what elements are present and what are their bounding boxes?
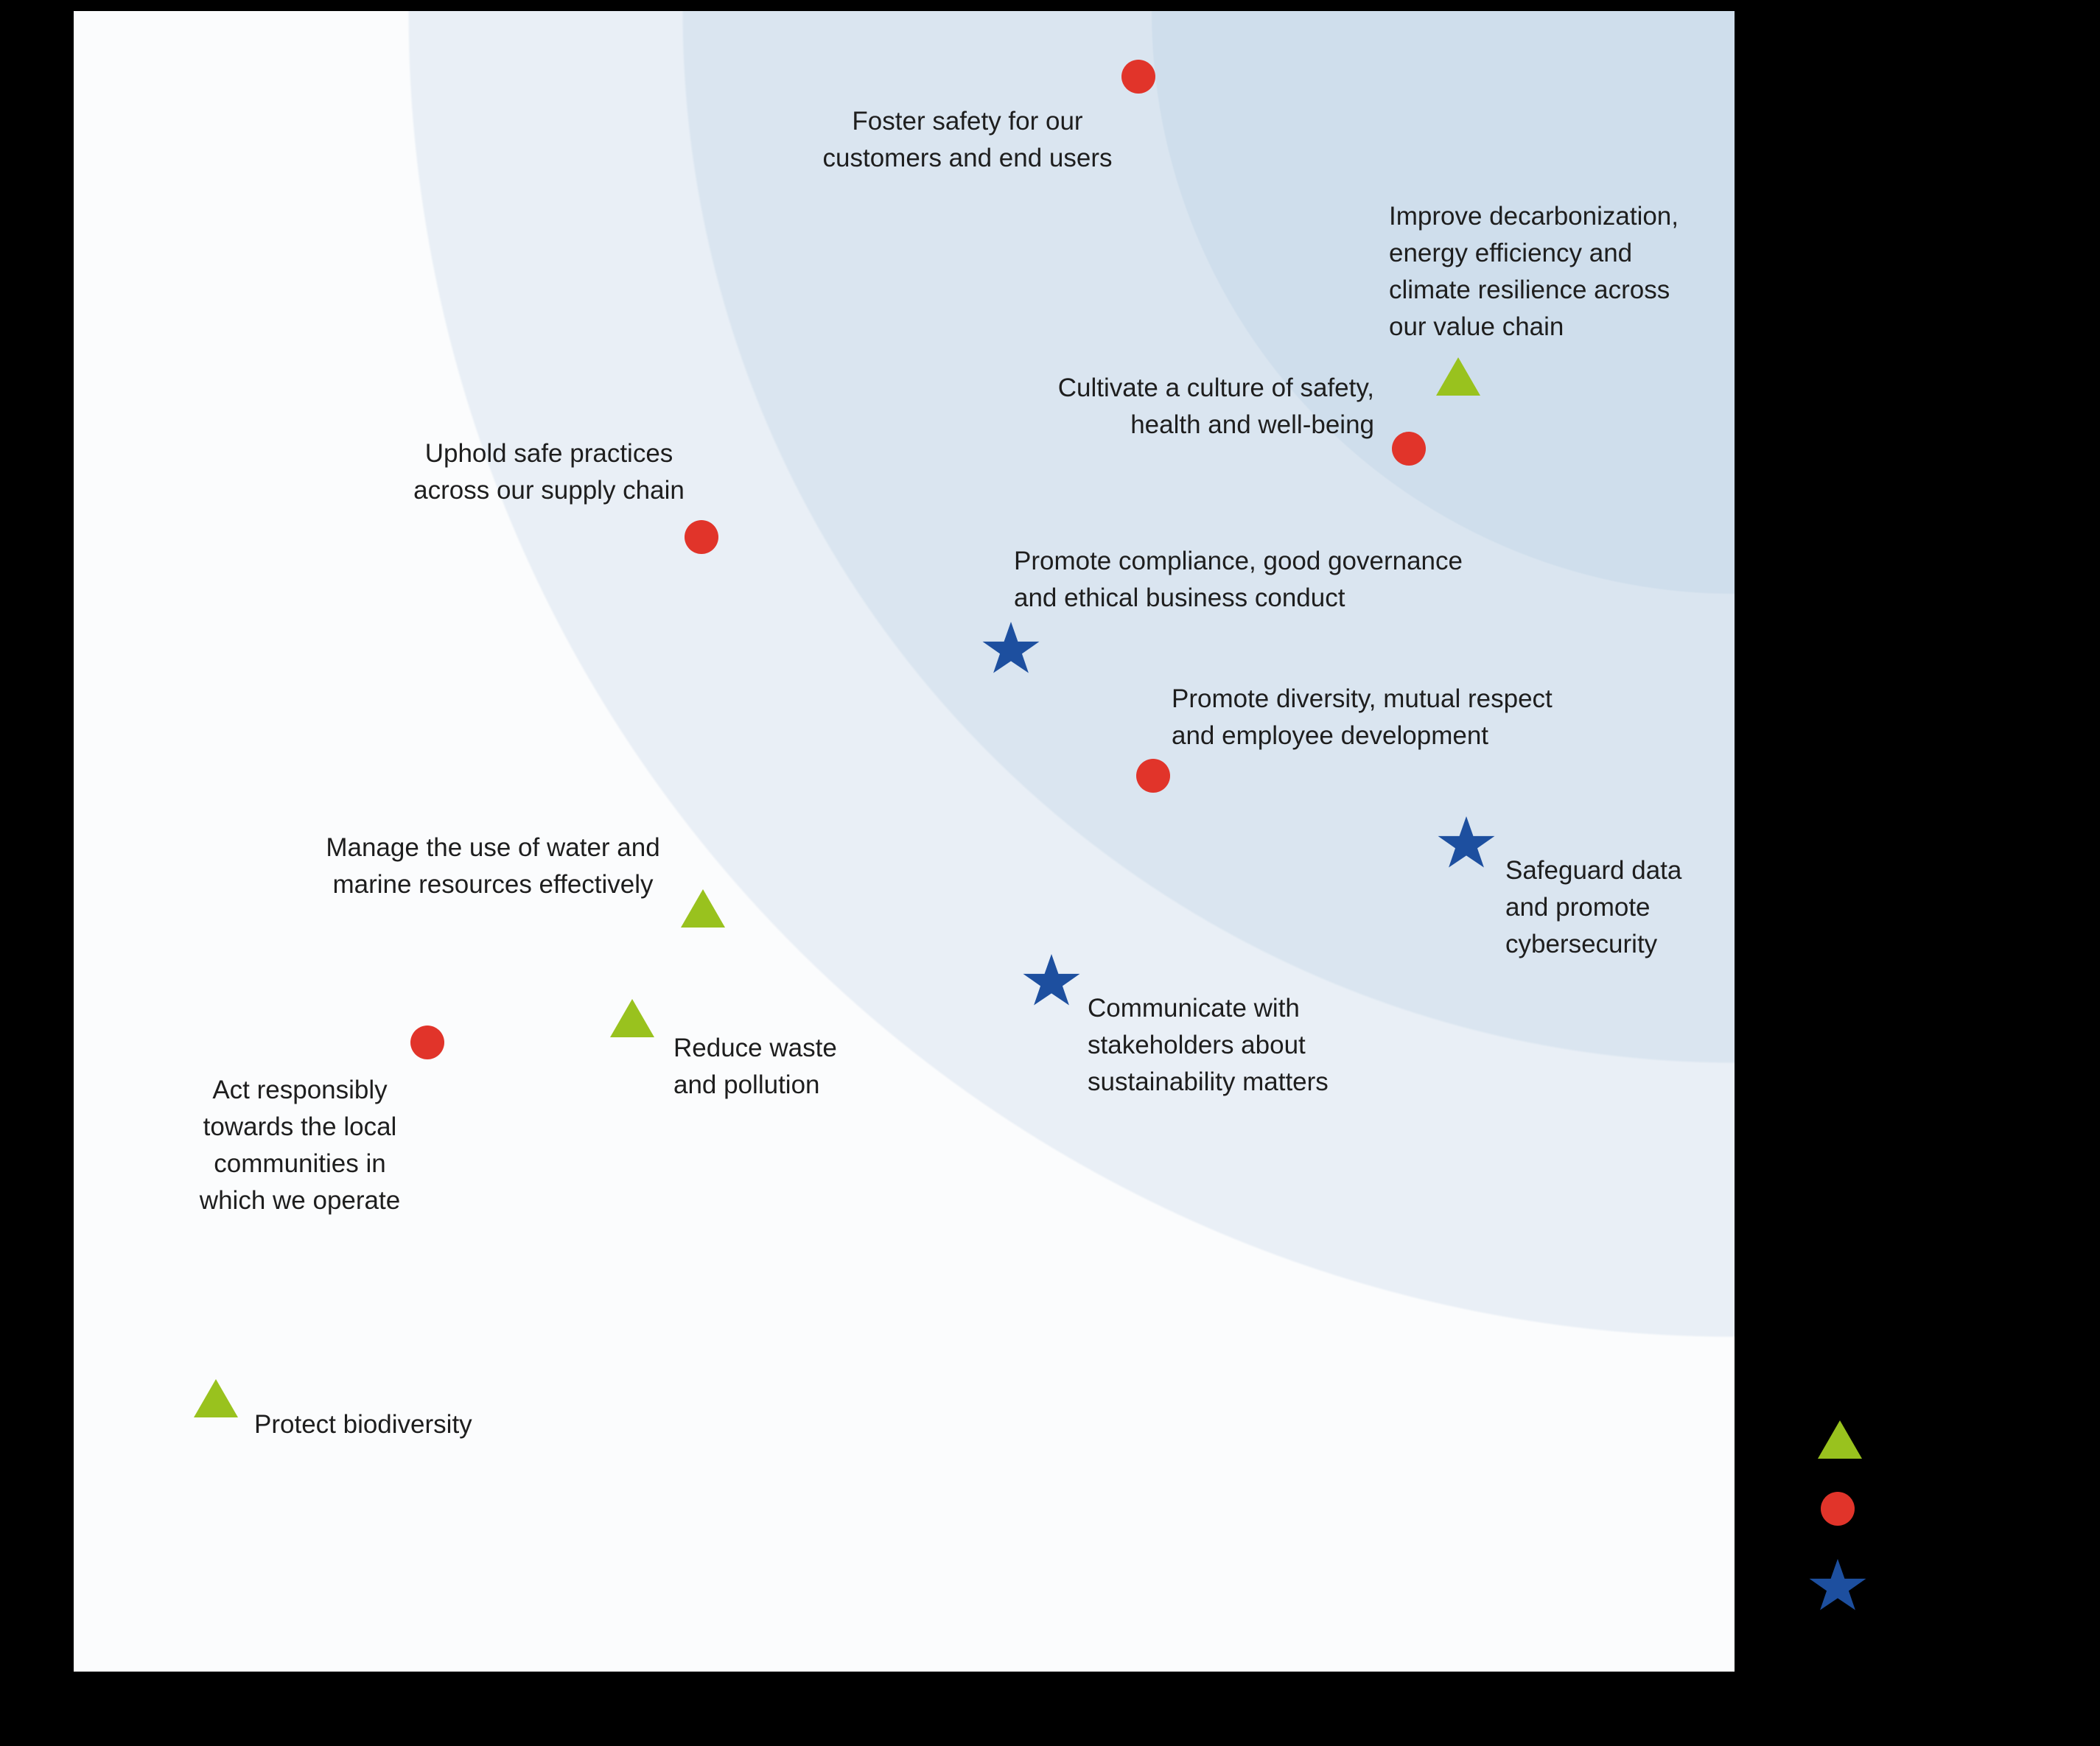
uphold-safe-practices-label: Uphold safe practices across our supply …	[413, 439, 685, 505]
reduce-waste-triangle-marker	[610, 999, 654, 1037]
act-responsibly-circle-marker	[410, 1025, 444, 1059]
communicate-stakeholders-label: Communicate with stakeholders about sust…	[1088, 994, 1329, 1096]
safeguard-data-label: Safeguard data and promote cybersecurity	[1505, 856, 1682, 958]
legend-item-1-triangle-icon	[1818, 1420, 1862, 1459]
improve-decarbonization-label: Improve decarbonization, energy efficien…	[1389, 202, 1679, 341]
protect-biodiversity-triangle-marker	[194, 1379, 238, 1417]
foster-safety-circle-marker	[1121, 60, 1155, 94]
reduce-waste-label: Reduce waste and pollution	[673, 1034, 837, 1099]
cultivate-safety-culture-circle-marker	[1392, 432, 1426, 466]
legend-item-3-star-icon	[1809, 1559, 1866, 1610]
communicate-stakeholders-star-marker	[1023, 954, 1080, 1006]
act-responsibly-label: Act responsibly towards the local commun…	[199, 1076, 401, 1215]
manage-water-label: Manage the use of water and marine resou…	[326, 833, 660, 899]
promote-compliance-label: Promote compliance, good governance and …	[1014, 547, 1463, 612]
safeguard-data-star-marker	[1438, 816, 1495, 868]
promote-diversity-circle-marker	[1136, 759, 1170, 793]
foster-safety-label: Foster safety for our customers and end …	[822, 107, 1113, 172]
protect-biodiversity-label: Protect biodiversity	[254, 1410, 472, 1439]
materiality-matrix-chart: Foster safety for our customers and end …	[74, 11, 1735, 1672]
promote-diversity-label: Promote diversity, mutual respect and em…	[1172, 684, 1553, 750]
promote-compliance-star-marker	[982, 622, 1040, 673]
cultivate-safety-culture-label: Cultivate a culture of safety, health an…	[1057, 374, 1374, 439]
manage-water-triangle-marker	[681, 889, 725, 928]
improve-decarbonization-triangle-marker	[1436, 357, 1480, 396]
uphold-safe-practices-circle-marker	[685, 520, 718, 554]
legend-item-2-circle-icon	[1821, 1492, 1855, 1526]
